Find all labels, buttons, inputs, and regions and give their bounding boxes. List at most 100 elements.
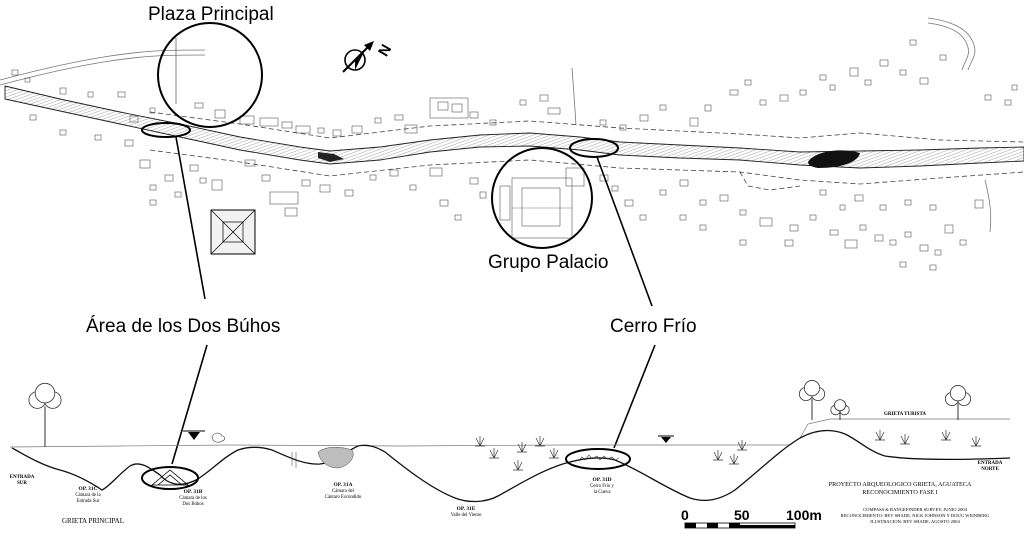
cerro-frio-map-ellipse (569, 138, 619, 158)
building (94, 134, 102, 141)
building (409, 184, 417, 191)
operation-code: OP. 31D (593, 477, 612, 483)
plaza-principal-label: Plaza Principal (148, 4, 274, 25)
leader-line (175, 136, 206, 300)
scale-tick-label: 50 (734, 507, 750, 523)
building (284, 207, 298, 217)
cave-rubble (317, 447, 354, 469)
credit-line: RECONOCIMIENTO: BEV SHADE, NICK JOHNSON … (841, 513, 990, 519)
building (295, 125, 311, 134)
shrubs (475, 430, 981, 471)
building (11, 69, 19, 76)
building (389, 169, 399, 177)
operation-name: Cerro Frío y (590, 484, 614, 489)
building (784, 239, 794, 247)
building (451, 103, 463, 113)
cerro-frio-rubble (577, 454, 620, 462)
grupo-palacio-label: Grupo Palacio (488, 252, 608, 273)
trail (571, 67, 577, 126)
plaza-principal-circle (157, 22, 263, 128)
building (729, 89, 739, 96)
operation-code: OP. 31C (79, 486, 98, 492)
area-dos-buhos-label: Área de los Dos Búhos (86, 316, 280, 337)
dark-ravine-segment (318, 152, 344, 162)
building (239, 115, 255, 125)
building (344, 189, 354, 197)
building (332, 129, 342, 137)
trail (0, 49, 206, 81)
ravine (4, 85, 1024, 169)
entrada-sur-label: SUR (17, 481, 27, 486)
tree-icon (830, 399, 850, 420)
ravine-edge-dashed (739, 171, 801, 191)
building (269, 191, 299, 205)
building (699, 199, 707, 206)
building (429, 97, 469, 119)
building (547, 107, 561, 115)
cerro-frio-profile-ellipse (565, 448, 631, 470)
dos-buhos-map-ellipse (141, 122, 191, 138)
building (479, 191, 487, 199)
building (899, 261, 907, 268)
building (799, 89, 807, 96)
building (24, 77, 31, 83)
operation-name: Dos Búhos (182, 502, 203, 507)
building (599, 119, 607, 126)
shrub-icon (875, 430, 885, 441)
trail (927, 17, 976, 71)
building (394, 114, 404, 121)
entrada-norte-label: NORTE (981, 467, 999, 472)
building (934, 249, 942, 256)
building (619, 124, 627, 131)
ravine-profile: ENTRADA SUR ENTRADA NORTE GRIETA TURISTA… (9, 380, 1011, 529)
building (1011, 84, 1018, 91)
shrub-icon (971, 436, 981, 447)
lake (808, 150, 860, 168)
building (689, 117, 699, 127)
building (944, 224, 954, 234)
north-arrow-icon: N (342, 41, 395, 73)
ravine-floor-profile (11, 429, 1011, 503)
building (919, 77, 929, 85)
shrub-icon (729, 454, 739, 465)
building (919, 244, 929, 252)
building (984, 94, 992, 101)
shrub-icon (900, 434, 910, 445)
building (59, 87, 67, 95)
ground-surface-line (9, 418, 1010, 448)
entrada-sur-label: ENTRADA (10, 475, 35, 480)
building (624, 199, 634, 207)
leader-line (171, 344, 208, 465)
operation-code: OP. 31A (334, 482, 353, 488)
dos-buhos-profile-ellipse (141, 466, 199, 490)
structures (11, 39, 1018, 271)
operation-code: OP. 31B (184, 489, 203, 495)
building (819, 74, 827, 81)
building (859, 224, 867, 231)
building (699, 224, 707, 231)
operation-code: OP. 31E (457, 506, 476, 512)
building (174, 191, 182, 198)
building (829, 84, 836, 91)
north-label: N (375, 42, 395, 60)
building (679, 214, 687, 221)
building (889, 239, 897, 246)
building (839, 204, 846, 211)
operation-name: Cámara de la (75, 493, 101, 498)
grieta-turista-label: GRIETA TURISTA (884, 412, 926, 417)
building (819, 189, 827, 196)
tree-icon (944, 385, 972, 420)
building (117, 91, 126, 98)
building (929, 204, 937, 211)
building (199, 177, 207, 184)
tree-icon (798, 380, 826, 420)
entrada-norte-label: ENTRADA (978, 461, 1003, 466)
shrub-icon (475, 436, 485, 447)
building (874, 234, 884, 242)
credit-line: COMPASS & RANGEFINDER SURVEY, JUNIO 2004 (863, 507, 967, 513)
building (904, 231, 912, 238)
building (149, 199, 157, 206)
trail (0, 54, 206, 86)
building (489, 119, 497, 126)
grupo-palacio-circle (491, 147, 593, 249)
